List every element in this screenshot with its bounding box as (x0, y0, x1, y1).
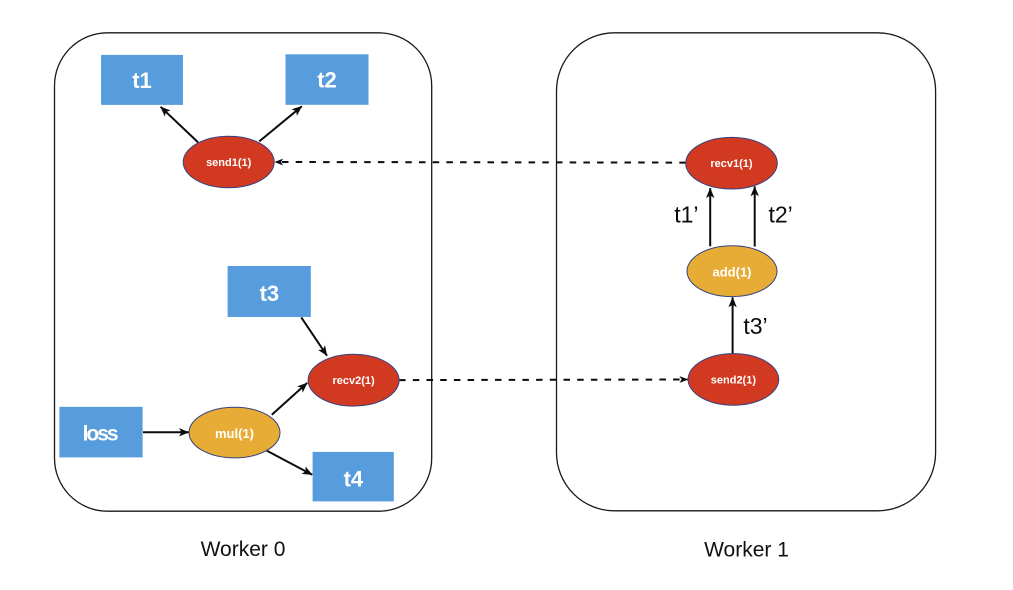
svg-text:t1: t1 (132, 68, 152, 93)
svg-text:send1(1): send1(1) (206, 157, 252, 169)
svg-text:send2(1): send2(1) (711, 374, 757, 386)
svg-text:t3: t3 (260, 281, 280, 306)
svg-text:mul(1): mul(1) (215, 426, 254, 441)
svg-text:recv2(1): recv2(1) (332, 375, 375, 387)
svg-text:Worker 1: Worker 1 (704, 538, 789, 561)
svg-text:loss: loss (83, 423, 119, 446)
svg-text:t2: t2 (317, 68, 337, 93)
svg-text:add(1): add(1) (713, 265, 752, 280)
svg-text:t3’: t3’ (743, 313, 767, 339)
svg-text:t4: t4 (344, 467, 364, 492)
svg-text:Worker 0: Worker 0 (201, 538, 286, 561)
svg-text:t2’: t2’ (768, 201, 792, 227)
svg-text:t1’: t1’ (674, 201, 698, 227)
svg-text:recv1(1): recv1(1) (710, 158, 753, 170)
